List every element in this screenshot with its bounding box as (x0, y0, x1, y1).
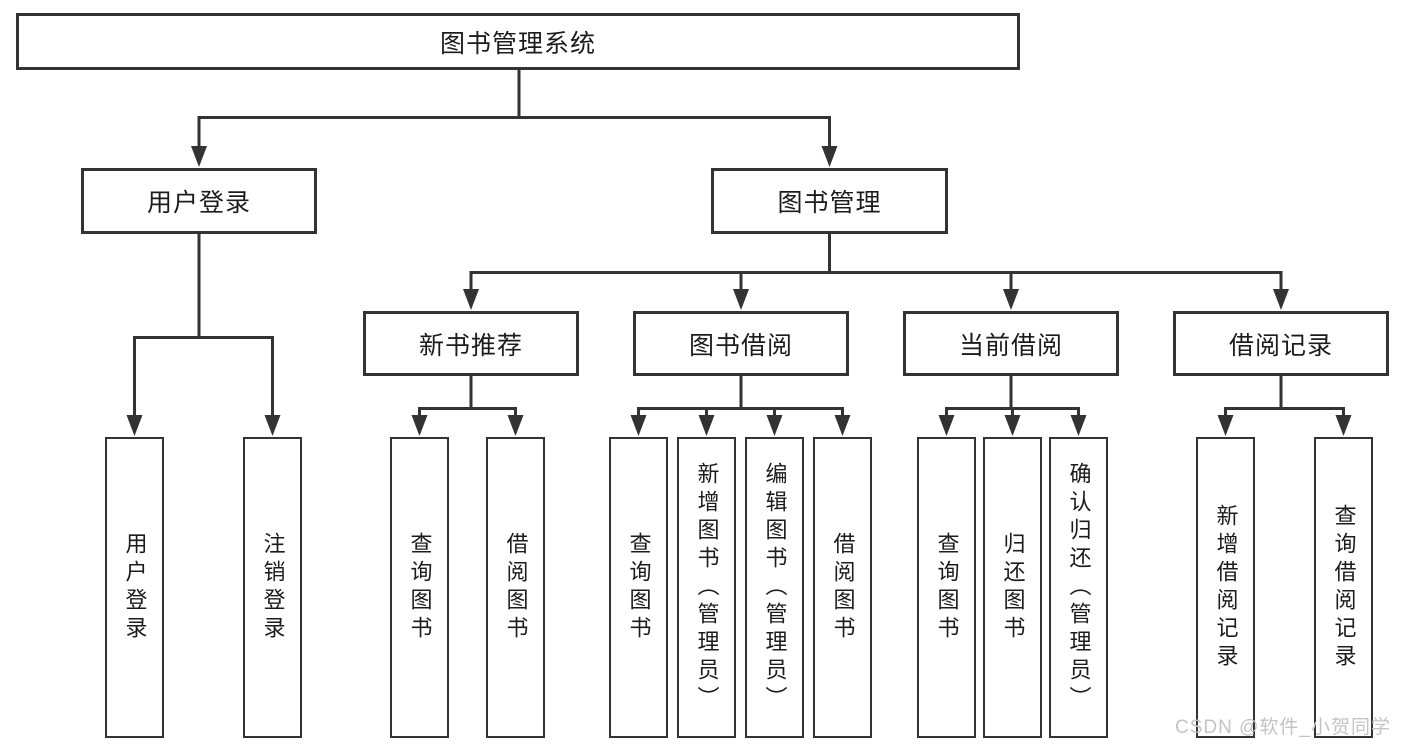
node-book-management-branch: 图书管理 (711, 168, 948, 234)
node-leaf-borrow-query-book: 查询图书 (609, 437, 668, 738)
node-user-login-branch: 用户登录 (81, 168, 317, 234)
node-leaf-logout: 注销登录 (243, 437, 302, 738)
connector-root-to-level2 (191, 70, 838, 167)
node-leaf-query-borrow-record: 查询借阅记录 (1314, 437, 1373, 738)
node-borrow-records: 借阅记录 (1173, 311, 1389, 376)
node-leaf-newbook-query-book: 查询图书 (390, 437, 449, 738)
node-leaf-add-borrow-record: 新增借阅记录 (1196, 437, 1255, 738)
connector-borrow-records-branch (1217, 376, 1352, 436)
node-book-borrow: 图书借阅 (633, 311, 849, 376)
node-leaf-edit-book-admin: 编辑图书（管理员） (745, 437, 804, 738)
node-leaf-add-book-admin: 新增图书（管理员） (677, 437, 736, 738)
connector-user-login-branch (126, 234, 281, 436)
connector-new-book-branch (411, 376, 524, 436)
connector-current-borrow-branch (938, 376, 1087, 436)
connector-book-mgmt-to-level3 (463, 234, 1289, 310)
node-root-system: 图书管理系统 (16, 13, 1020, 70)
node-leaf-return-book: 归还图书 (983, 437, 1042, 738)
node-leaf-newbook-borrow-book: 借阅图书 (486, 437, 545, 738)
connector-book-borrow-branch (630, 376, 851, 436)
watermark-text: CSDN @软件_小贺同学 (1175, 717, 1391, 738)
node-leaf-borrow-borrow-book: 借阅图书 (813, 437, 872, 738)
node-current-borrow: 当前借阅 (903, 311, 1119, 376)
node-leaf-user-login: 用户登录 (105, 437, 164, 738)
node-new-book-recommend: 新书推荐 (363, 311, 579, 376)
node-leaf-current-query-book: 查询图书 (917, 437, 976, 738)
node-leaf-confirm-return-admin: 确认归还（管理员） (1049, 437, 1108, 738)
